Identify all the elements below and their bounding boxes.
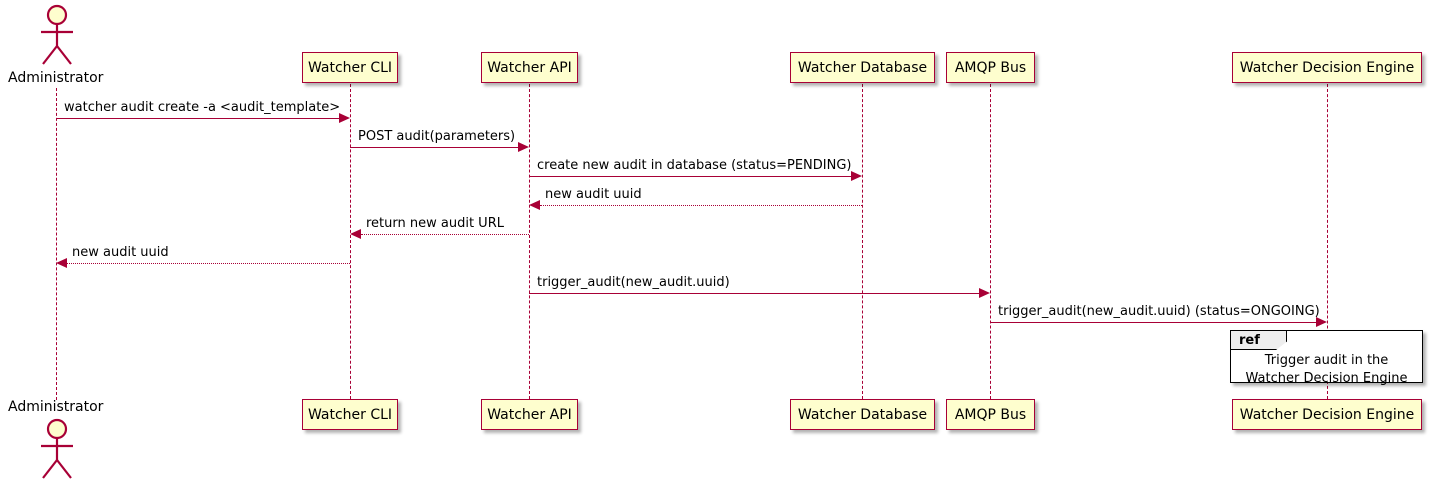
lifeline-watcher-api [529, 84, 530, 399]
ref-fragment: ref Trigger audit in the Watcher Decisio… [1230, 330, 1423, 386]
participant-label: Watcher Database [797, 406, 928, 423]
message-line-m7 [529, 293, 979, 294]
message-label-m2: POST audit(parameters) [358, 129, 516, 144]
actor-administrator-top [30, 4, 84, 66]
message-label-m8: trigger_audit(new_audit.uuid) (status=ON… [998, 304, 1320, 319]
actor-label-administrator-bottom: Administrator [8, 399, 104, 415]
ref-fragment-line-2: Watcher Decision Engine [1245, 370, 1408, 386]
participant-amqp-bus-top[interactable]: AMQP Bus [946, 52, 1035, 83]
message-label-m3: create new audit in database (status=PEN… [537, 158, 852, 173]
message-arrowhead-m5 [350, 229, 361, 239]
participant-watcher-db-bottom[interactable]: Watcher Database [790, 399, 935, 430]
lifeline-administrator [56, 88, 57, 400]
participant-watcher-cli-bottom[interactable]: Watcher CLI [302, 399, 398, 430]
message-line-m2 [350, 147, 518, 148]
message-line-m4 [540, 205, 862, 206]
ref-fragment-body: Trigger audit in the Watcher Decision En… [1231, 352, 1422, 387]
message-arrowhead-m3 [851, 171, 862, 181]
ref-fragment-keyword: ref [1231, 331, 1287, 350]
participant-watcher-db-top[interactable]: Watcher Database [790, 52, 935, 83]
actor-figure-icon [41, 418, 73, 479]
message-line-m3 [529, 176, 851, 177]
ref-fragment-line-1: Trigger audit in the [1264, 353, 1389, 368]
participant-label: Watcher CLI [307, 59, 393, 76]
message-label-m7: trigger_audit(new_audit.uuid) [537, 275, 730, 290]
participant-label: Watcher API [487, 406, 572, 423]
message-arrowhead-m4 [529, 200, 540, 210]
lifeline-amqp-bus [990, 84, 991, 399]
message-arrowhead-m6 [56, 258, 67, 268]
message-line-m5 [361, 234, 529, 235]
participant-watcher-api-top[interactable]: Watcher API [481, 52, 578, 83]
participant-label: Watcher Decision Engine [1239, 59, 1415, 76]
participant-label: AMQP Bus [954, 406, 1027, 423]
actor-label-administrator-top: Administrator [8, 70, 104, 86]
message-line-m8 [990, 322, 1316, 323]
message-label-m5: return new audit URL [366, 216, 504, 231]
message-label-m4: new audit uuid [545, 187, 642, 202]
participant-watcher-api-bottom[interactable]: Watcher API [481, 399, 578, 430]
actor-figure-icon [41, 4, 73, 65]
message-label-m1: watcher audit create -a <audit_template> [64, 100, 341, 115]
message-arrowhead-m8 [1316, 317, 1327, 327]
participant-label: Watcher Decision Engine [1239, 406, 1415, 423]
participant-amqp-bus-bottom[interactable]: AMQP Bus [946, 399, 1035, 430]
message-line-m1 [56, 118, 339, 119]
lifeline-decision-engine [1327, 84, 1328, 399]
participant-decision-engine-top[interactable]: Watcher Decision Engine [1232, 52, 1422, 83]
participant-decision-engine-bottom[interactable]: Watcher Decision Engine [1232, 399, 1422, 430]
participant-label: AMQP Bus [954, 59, 1027, 76]
message-arrowhead-m1 [339, 113, 350, 123]
message-line-m6 [67, 263, 350, 264]
participant-label: Watcher CLI [307, 406, 393, 423]
message-arrowhead-m2 [518, 142, 529, 152]
participant-label: Watcher Database [797, 59, 928, 76]
participant-watcher-cli-top[interactable]: Watcher CLI [302, 52, 398, 83]
message-arrowhead-m7 [979, 288, 990, 298]
message-label-m6: new audit uuid [72, 245, 169, 260]
actor-administrator-bottom [30, 418, 84, 480]
participant-label: Watcher API [487, 59, 572, 76]
lifeline-watcher-db [862, 84, 863, 399]
lifeline-watcher-cli [350, 84, 351, 399]
